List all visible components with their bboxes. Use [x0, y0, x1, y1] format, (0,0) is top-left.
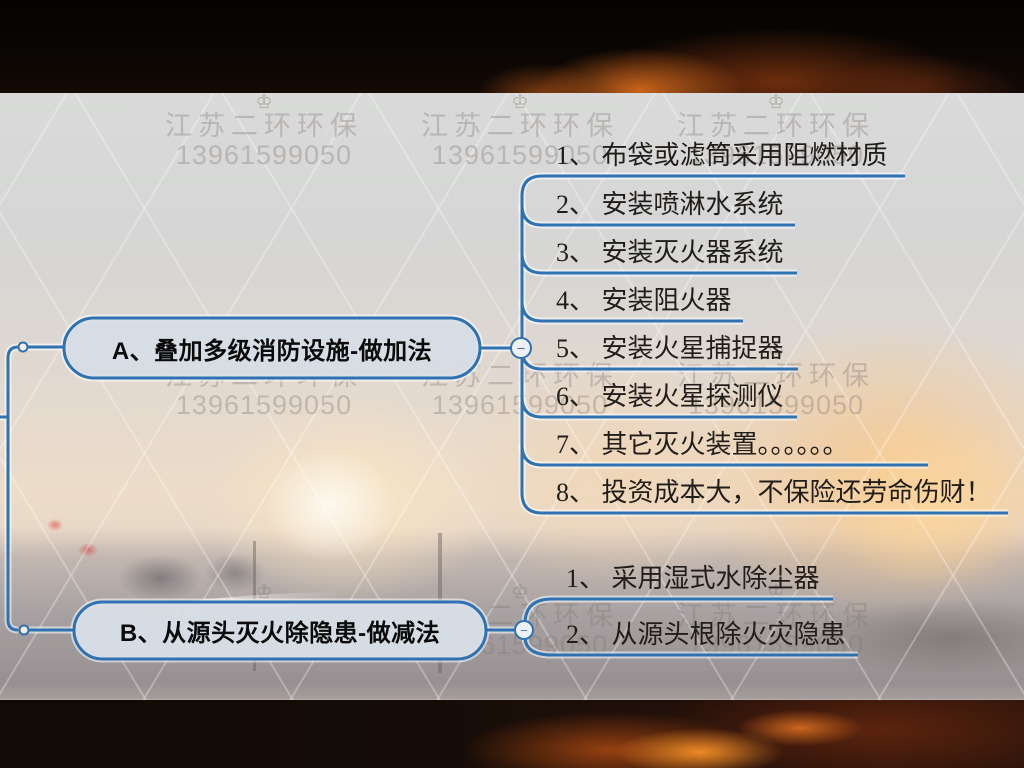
topic-a8[interactable]: 8、 投资成本大，不保险还劳命伤财！: [556, 478, 992, 507]
topic-b1[interactable]: 1、 采用湿式水除尘器: [566, 564, 820, 593]
topic-b2[interactable]: 2、 从源头根除火灾隐患: [566, 620, 846, 649]
topic-a3[interactable]: 3、 安装灭火器系统: [556, 238, 784, 267]
link-dot-a: [17, 341, 29, 353]
node-a-title[interactable]: A、叠加多级消防设施-做加法: [111, 337, 433, 365]
topic-a6[interactable]: 6、 安装火星探测仪: [556, 382, 784, 411]
node-b-title[interactable]: B、从源头灭火除隐患-做减法: [119, 620, 441, 647]
topic-a4[interactable]: 4、 安装阻火器: [556, 286, 732, 315]
topic-a1[interactable]: 1、 布袋或滤筒采用阻燃材质: [556, 141, 888, 170]
topic-a7[interactable]: 7、 其它灭火装置。。。。。。: [556, 430, 849, 459]
photo-fire-top: [0, 0, 1024, 93]
collapse-toggle-a[interactable]: −: [510, 337, 532, 359]
minus-icon: −: [520, 623, 528, 638]
topic-a5[interactable]: 5、 安装火星捕捉器: [556, 334, 784, 363]
link-dot-b: [18, 624, 30, 636]
photo-fire-bottom: [0, 700, 1024, 768]
topic-a2[interactable]: 2、 安装喷淋水系统: [556, 190, 784, 219]
collapse-toggle-b[interactable]: −: [514, 620, 534, 640]
minus-icon: −: [517, 341, 526, 358]
